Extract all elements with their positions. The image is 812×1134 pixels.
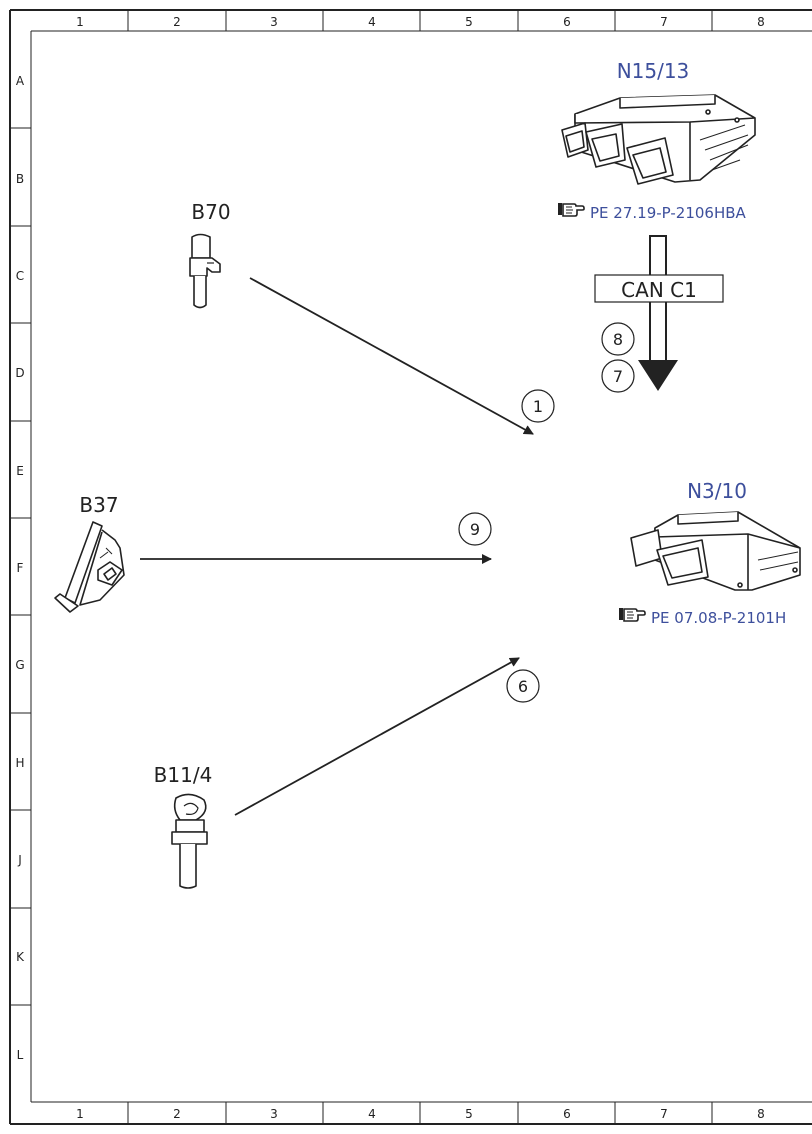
col-label: 3	[270, 15, 278, 29]
pointing-hand-icon	[558, 203, 585, 217]
row-label: G	[15, 658, 24, 672]
column-labels-top: 1 2 3 4 5 6 7 8	[76, 15, 765, 29]
column-dividers	[127, 10, 713, 1124]
col-label: 6	[563, 15, 571, 29]
crankshaft-sensor-icon	[189, 233, 221, 309]
col-label: 4	[368, 1107, 376, 1121]
col-label: 7	[660, 1107, 668, 1121]
signal-number: 1	[533, 397, 543, 416]
b70-component[interactable]: B70	[189, 200, 231, 309]
col-label: 6	[563, 1107, 571, 1121]
accelerator-pedal-icon	[54, 521, 125, 613]
row-label: D	[15, 366, 24, 380]
row-label: J	[17, 853, 22, 867]
n3-10-reference-link[interactable]: PE 07.08-P-2101H	[651, 609, 786, 627]
arrow-b11-4-to-n3-10	[234, 657, 520, 816]
b11-4-label: B11/4	[154, 763, 213, 787]
row-label: F	[17, 561, 24, 575]
signal-marker-9	[458, 512, 492, 546]
col-label: 3	[270, 1107, 278, 1121]
b37-label: B37	[79, 493, 118, 517]
n3-10-component[interactable]: N3/10 PE 07.08-P-2101H	[619, 479, 801, 627]
signal-number: 7	[613, 367, 623, 386]
col-label: 2	[173, 1107, 181, 1121]
col-label: 4	[368, 15, 376, 29]
row-labels: A B C D E F G H J K L	[15, 74, 25, 1062]
signal-number: 8	[613, 330, 623, 349]
control-unit-icon	[561, 94, 756, 185]
col-label: 5	[465, 15, 473, 29]
row-label: A	[16, 74, 25, 88]
temperature-sensor-icon	[171, 793, 208, 889]
col-label: 5	[465, 1107, 473, 1121]
col-label: 8	[757, 1107, 765, 1121]
col-label: 1	[76, 15, 84, 29]
col-label: 7	[660, 15, 668, 29]
row-label: E	[16, 464, 24, 478]
n3-10-label: N3/10	[687, 479, 747, 503]
col-label: 1	[76, 1107, 84, 1121]
col-label: 8	[757, 15, 765, 29]
pointing-hand-icon	[619, 608, 646, 622]
n15-13-component[interactable]: N15/13 PE 27.19-P-2106HBA	[558, 59, 756, 222]
arrow-b70-to-n3-10	[249, 277, 534, 435]
row-dividers	[10, 127, 31, 1006]
b11-4-component[interactable]: B11/4	[154, 763, 213, 889]
signal-marker-6	[506, 669, 540, 703]
signal-marker-8	[601, 322, 635, 356]
signal-arrows	[140, 277, 534, 816]
drawing-frame	[9, 9, 812, 1125]
signal-markers: 1 9 6	[458, 389, 555, 703]
signal-marker-1	[521, 389, 555, 423]
column-labels-bottom: 1 2 3 4 5 6 7 8	[76, 1107, 765, 1121]
b70-label: B70	[191, 200, 230, 224]
can-c1-label: CAN C1	[621, 278, 697, 302]
b37-component[interactable]: B37	[54, 493, 125, 613]
row-label: L	[17, 1048, 24, 1062]
col-label: 2	[173, 15, 181, 29]
row-label: C	[16, 269, 24, 283]
signal-number: 6	[518, 677, 528, 696]
signal-number: 9	[470, 520, 480, 539]
engine-control-unit-icon	[630, 511, 801, 591]
n15-13-label: N15/13	[617, 59, 690, 83]
n15-13-reference-link[interactable]: PE 27.19-P-2106HBA	[590, 204, 747, 222]
row-label: K	[16, 950, 25, 964]
can-bus-arrow: CAN C1 8 7	[594, 235, 724, 393]
row-label: H	[15, 756, 24, 770]
row-label: B	[16, 172, 24, 186]
signal-marker-7	[601, 359, 635, 393]
